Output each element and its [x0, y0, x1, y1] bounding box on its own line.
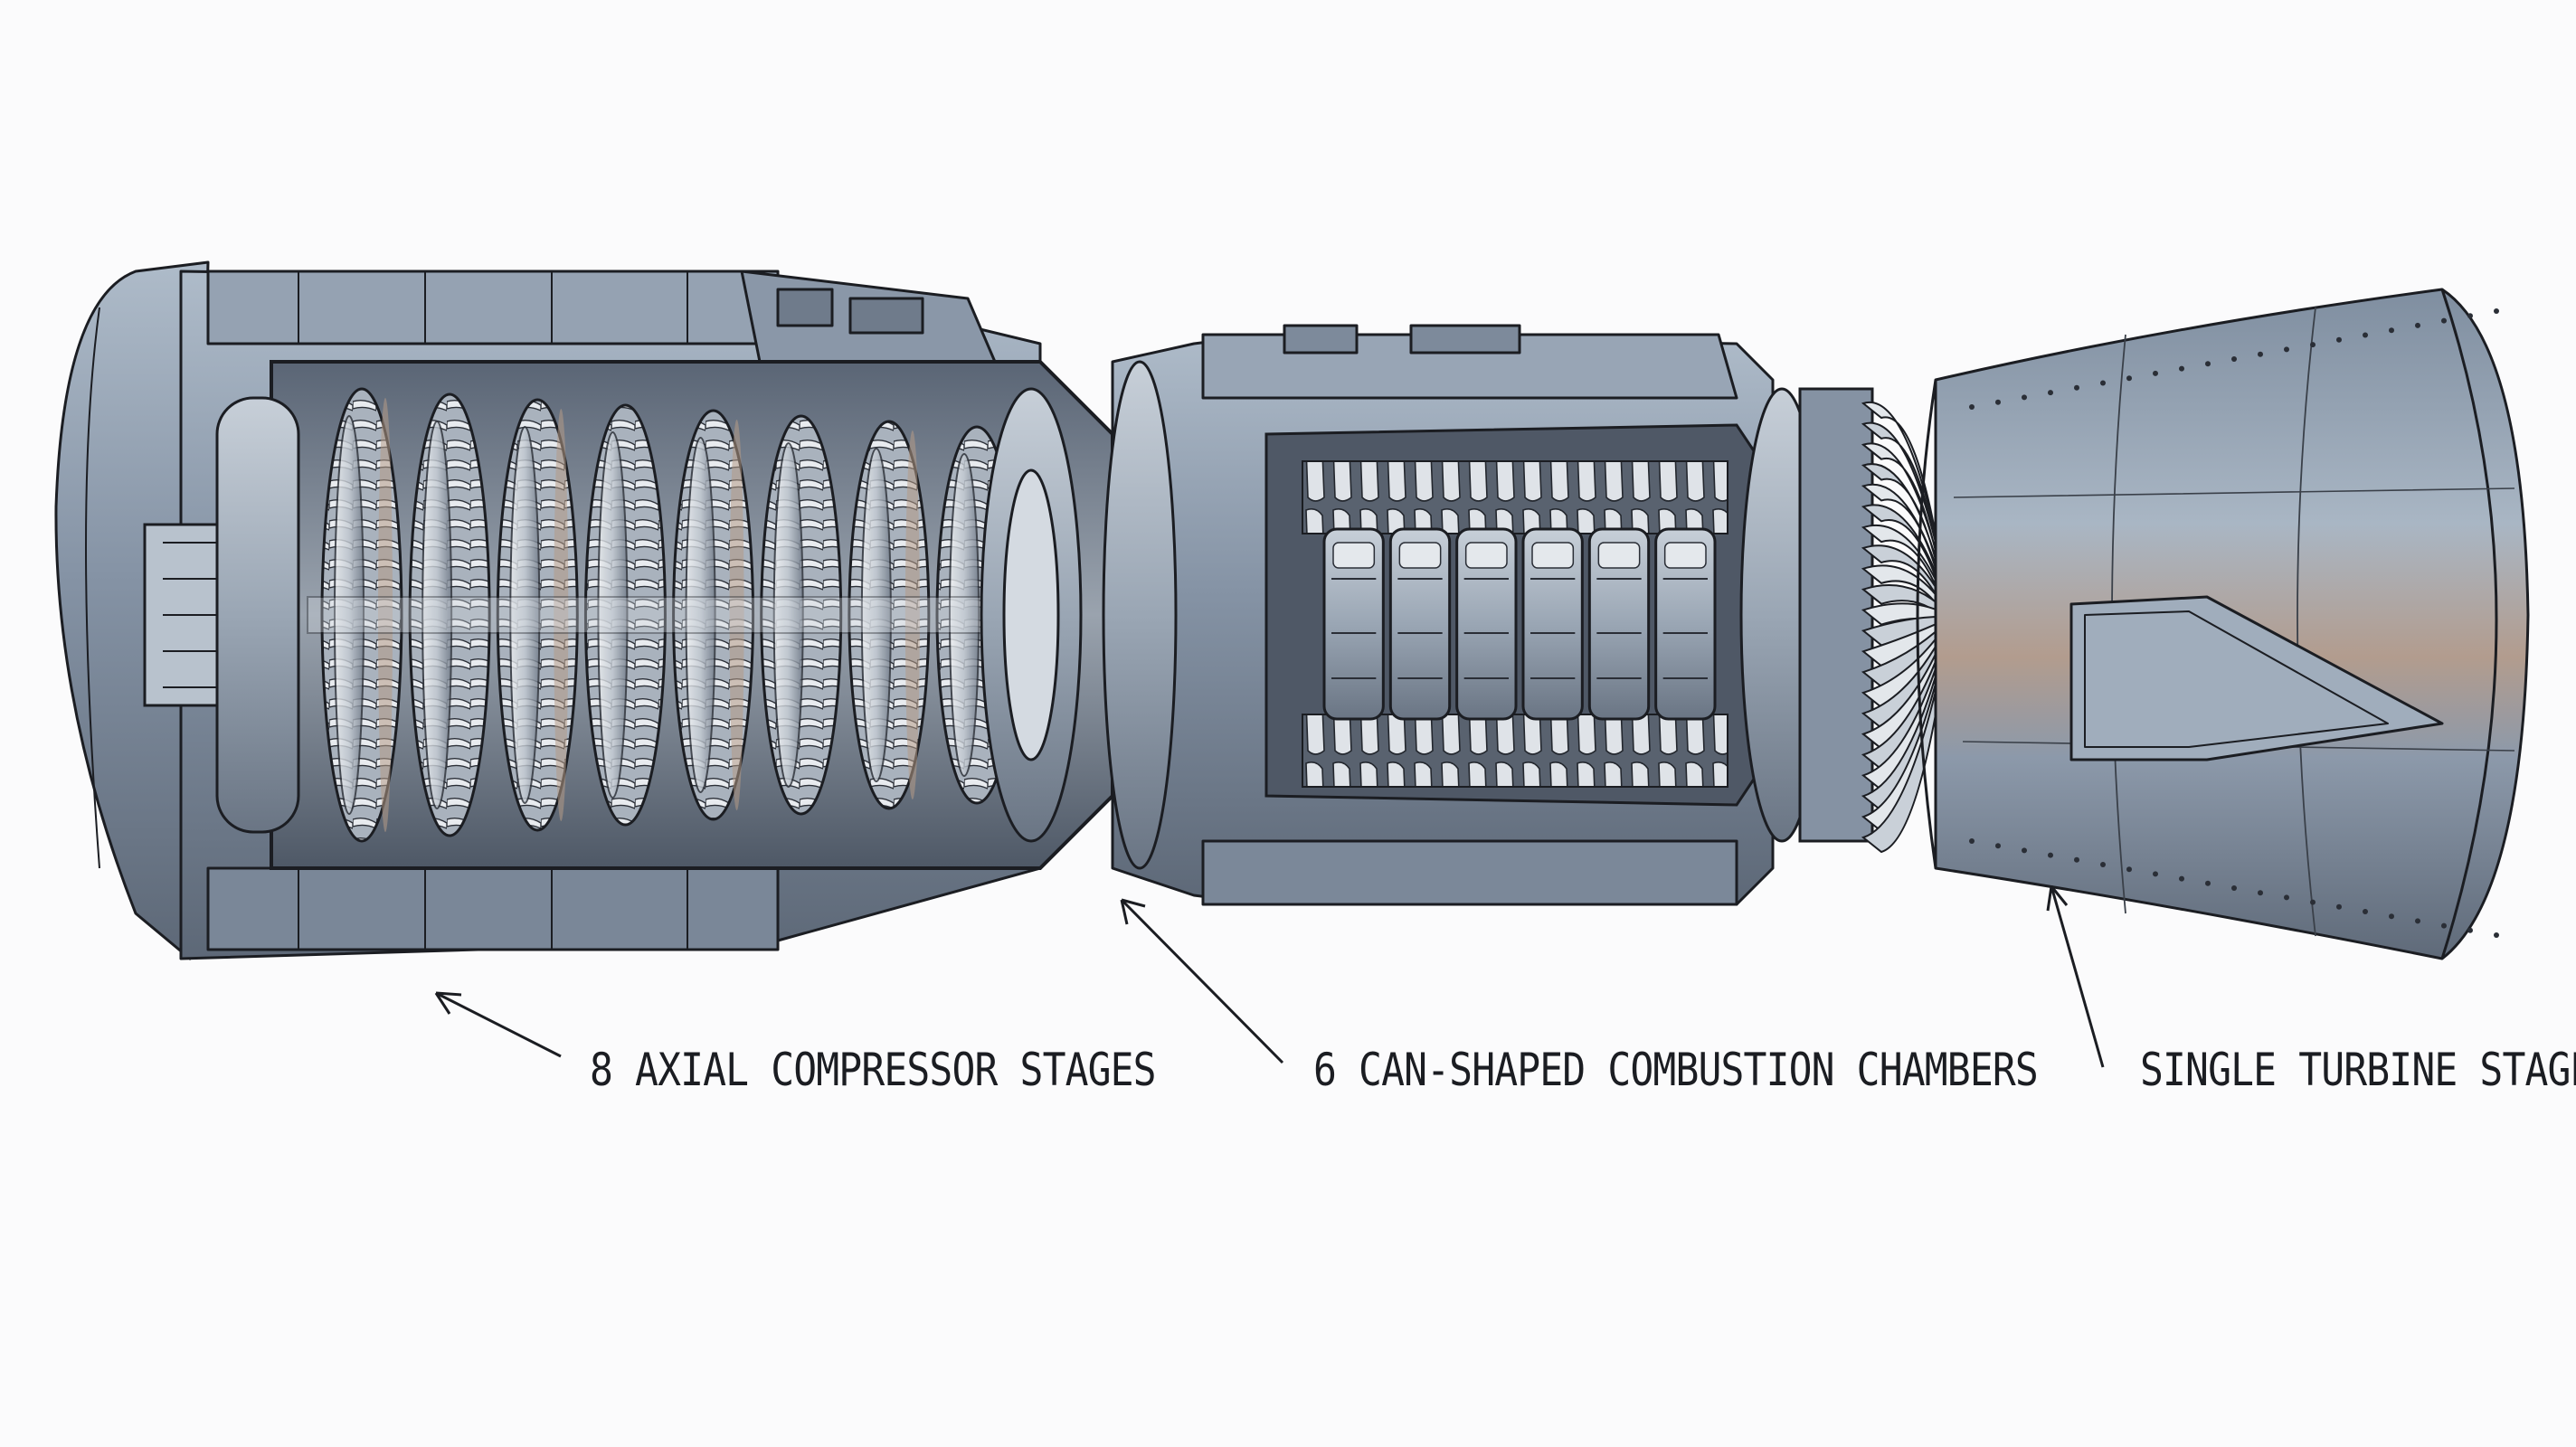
rivet [2074, 384, 2079, 391]
rivet [2441, 317, 2447, 324]
rivet [2022, 847, 2027, 854]
turbine-blade [1861, 421, 1946, 591]
compressor-stages [307, 387, 1032, 843]
rivet [2231, 885, 2237, 891]
rivet [2205, 880, 2211, 886]
combustion-chamber [1455, 527, 1518, 721]
leader-arrow-turbine [2046, 885, 2105, 1068]
exhaust-nozzle [1916, 288, 2530, 960]
combustion-chamber [1654, 527, 1717, 721]
compressor-stage [583, 403, 667, 827]
rivet [2363, 332, 2368, 338]
turbine-blade [1861, 524, 1946, 610]
rivet [2336, 336, 2342, 343]
compressor-stage [320, 387, 403, 843]
rivet [2048, 852, 2053, 858]
rivet [2415, 322, 2420, 328]
compressor-stage [408, 392, 491, 837]
rivet [2100, 380, 2106, 386]
rivet [2100, 862, 2106, 867]
inlet-hub [143, 396, 300, 834]
compressor-stage [760, 414, 843, 816]
rivet [2363, 909, 2368, 914]
combustion-blade-ring-upper [1302, 460, 1728, 534]
turbine-blade [1861, 544, 1946, 613]
compressor-stage [672, 409, 755, 821]
rivet [2179, 365, 2184, 372]
label-compressor-stages: 8 AXIAL COMPRESSOR STAGES [590, 1044, 1157, 1096]
rivet [1969, 404, 1975, 410]
rivet [2048, 390, 2053, 396]
rivet [2126, 866, 2132, 873]
label-turbine-stage: SINGLE TURBINE STAGE [2140, 1044, 2576, 1096]
rivet [2153, 370, 2158, 376]
combustion-blade-ring-lower [1302, 714, 1728, 788]
rivet [2310, 342, 2316, 348]
rivet [2284, 894, 2289, 901]
rivet [1995, 399, 2001, 405]
compressor-stage [496, 398, 579, 832]
rivet [2022, 394, 2027, 401]
rivet [2205, 361, 2211, 367]
turbine-section [1739, 387, 1874, 843]
rivet [2310, 899, 2316, 905]
nozzle-rivets [1969, 308, 2499, 938]
rivet [2389, 327, 2394, 334]
combustion-chamber [1587, 527, 1651, 721]
rivet [2153, 871, 2158, 877]
turbine-blades [1861, 401, 1946, 854]
rivet [2258, 351, 2263, 357]
rivet [1995, 843, 2001, 849]
rivet [2258, 890, 2263, 896]
rivet [2074, 856, 2079, 863]
combustion-chamber [1521, 527, 1584, 721]
compressor-shaft [307, 596, 1032, 634]
rivet [2231, 356, 2237, 362]
combustion-chamber [1322, 527, 1385, 721]
rivet [2179, 875, 2184, 882]
rivet [2415, 918, 2420, 924]
leader-arrow-compressor [434, 991, 562, 1058]
rivet [2494, 308, 2499, 314]
leader-arrow-combustion [1120, 898, 1284, 1064]
rivet [2389, 913, 2394, 920]
rivet [2494, 932, 2499, 938]
turbine-blade [1861, 463, 1946, 599]
turbine-blade [1861, 401, 1946, 589]
combustion-chambers [1322, 527, 1717, 721]
rivet [2467, 927, 2473, 933]
rivet [2336, 903, 2342, 910]
rivet [2467, 313, 2473, 319]
rivet [1969, 838, 1975, 844]
compressor-stage [848, 420, 931, 810]
rivet [2441, 922, 2447, 929]
compressor-rear-disc [980, 387, 1083, 843]
rivet [2284, 346, 2289, 353]
combustion-chamber [1388, 527, 1452, 721]
rivet [2126, 375, 2132, 382]
label-combustion-chambers: 6 CAN-SHAPED COMBUSTION CHAMBERS [1313, 1044, 2039, 1096]
turbine-blade [1861, 650, 1946, 854]
